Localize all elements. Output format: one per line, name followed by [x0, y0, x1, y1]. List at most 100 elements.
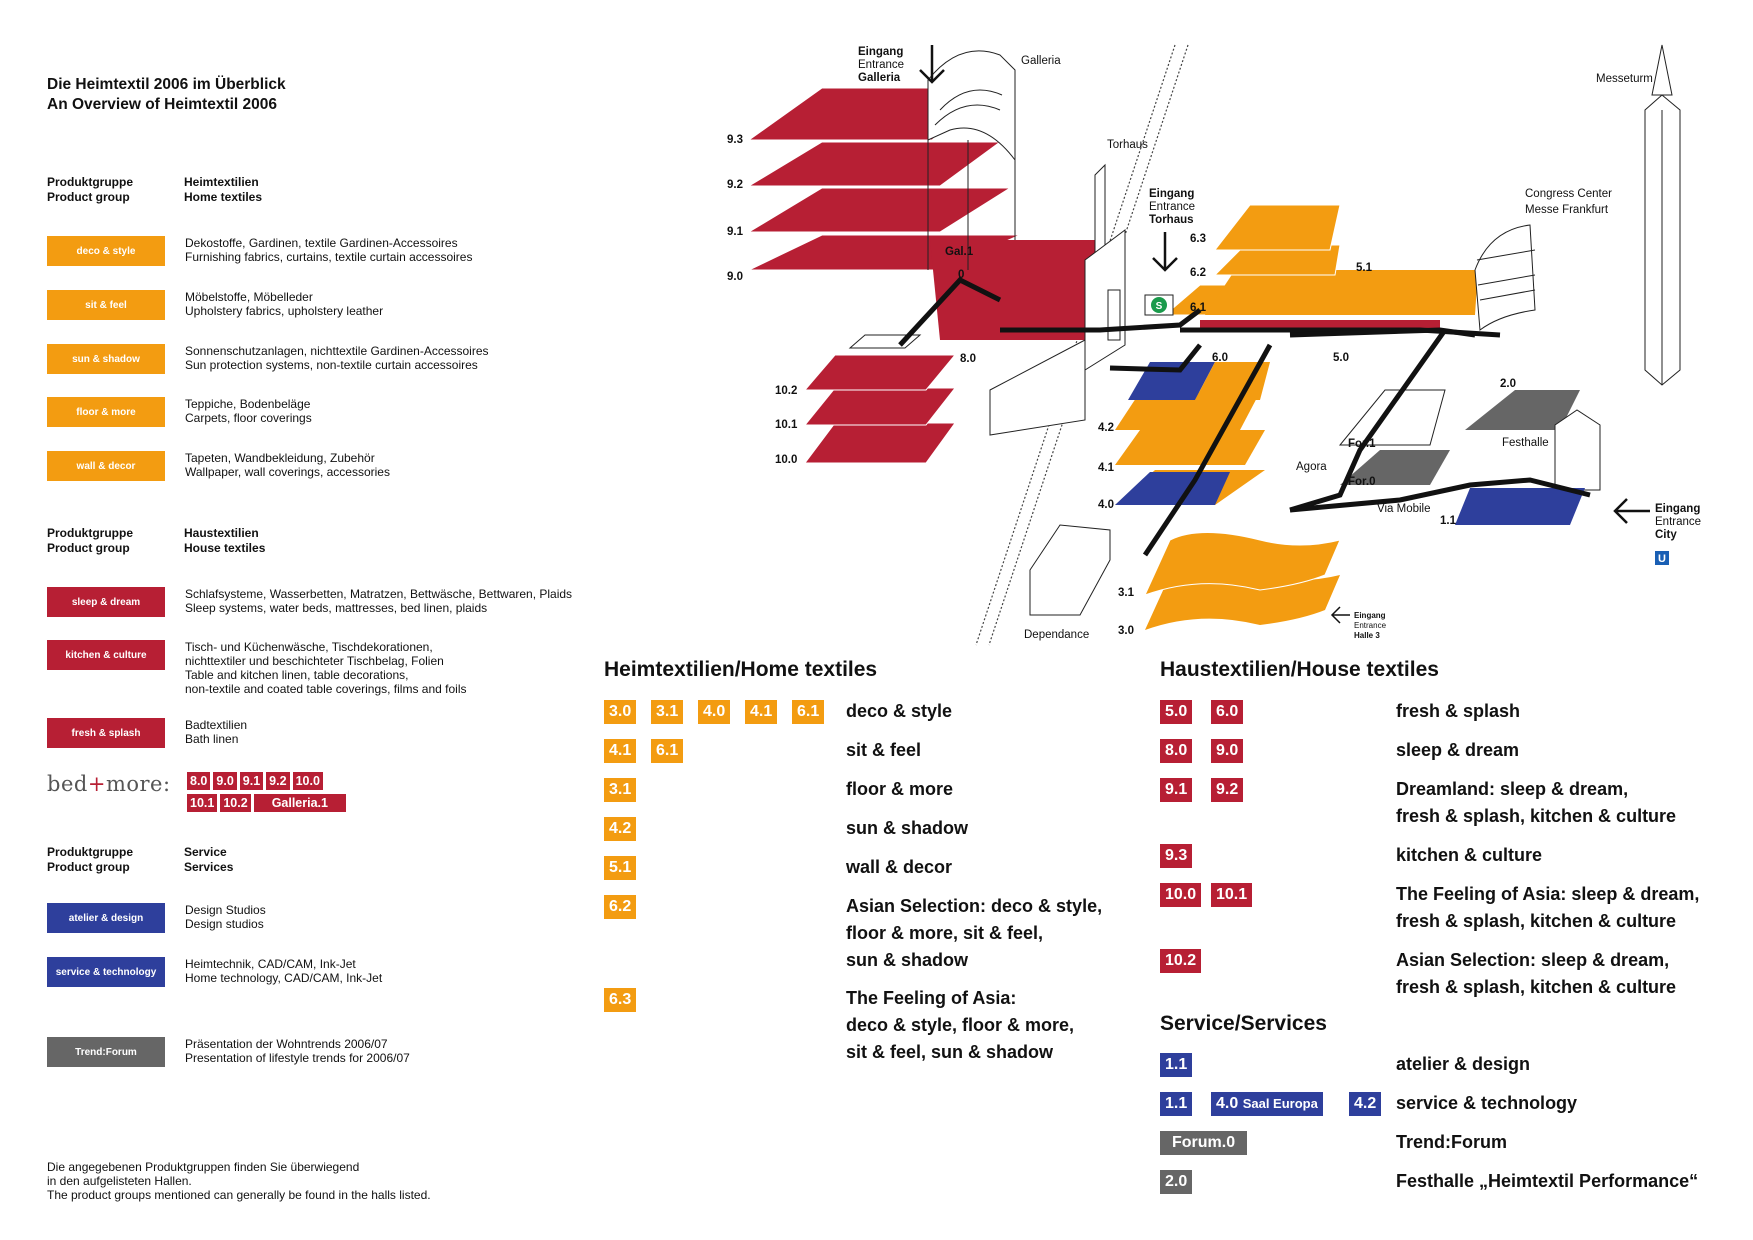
- congress-center: [1474, 224, 1536, 331]
- hall-chip: Galleria.1: [253, 794, 346, 812]
- row-label: fresh & splash, kitchen & culture: [1396, 911, 1677, 931]
- row-label: Asian Selection: deco & style,: [846, 896, 1103, 916]
- tag-sleep-dream: sleep & dream: [47, 587, 165, 617]
- legend-desc: Tisch- und Küchenwäsche, Tischdekoration…: [185, 640, 467, 696]
- hall-labels: 9.3 9.2 9.1 9.0 Gal.1 0 10.2 10.1 10.0 8…: [727, 134, 1516, 637]
- sbahn-icon: [1151, 297, 1167, 313]
- hall-chip: 6.1: [792, 700, 825, 724]
- hall-chip: 4.2: [604, 817, 637, 841]
- svg-text:Entrance: Entrance: [1354, 621, 1387, 630]
- svg-text:U: U: [1658, 553, 1666, 565]
- hall-chip: 8.0: [187, 772, 211, 790]
- hall-chip: 10.2: [220, 794, 251, 812]
- tag-deco-style: deco & style: [47, 236, 165, 266]
- hall-chip: 10.0: [1160, 883, 1202, 907]
- row-label: floor & more: [846, 779, 954, 799]
- row-label: kitchen & culture: [1396, 845, 1543, 865]
- messeturm-icon: [1644, 44, 1681, 386]
- svg-text:0: 0: [958, 269, 964, 281]
- hall-chip: 10.1: [187, 794, 218, 812]
- row-label: The Feeling of Asia: sleep & dream,: [1396, 884, 1700, 904]
- legend-desc: Schlafsysteme, Wasserbetten, Matratzen, …: [185, 587, 573, 615]
- row-label: wall & decor: [846, 857, 953, 877]
- tag-floor-more: floor & more: [47, 397, 165, 427]
- place-messeturm: Messeturm: [1596, 73, 1653, 85]
- svg-text:6.3: 6.3: [1190, 233, 1206, 245]
- place-torhaus: Torhaus: [1107, 139, 1148, 151]
- svg-text:3.1: 3.1: [1118, 587, 1135, 599]
- svg-text:Galleria: Galleria: [858, 72, 901, 84]
- svg-text:9.2: 9.2: [727, 179, 743, 191]
- svg-text:Entrance: Entrance: [1655, 516, 1701, 528]
- svg-text:Entrance: Entrance: [1149, 201, 1195, 213]
- row-label: fresh & splash, kitchen & culture: [1396, 977, 1677, 997]
- footnote: Die angegebenen Produktgruppen finden Si…: [47, 1160, 431, 1202]
- svg-text:10.1: 10.1: [775, 419, 798, 431]
- hall-chip: 6.0: [1211, 700, 1244, 724]
- hall-9-stack: [747, 50, 1105, 340]
- svg-text:8.0: 8.0: [960, 353, 976, 365]
- svg-text:For.1: For.1: [1348, 438, 1376, 450]
- hall-chip: 10.2: [1160, 949, 1202, 973]
- hall-chip: 4.2: [1349, 1092, 1382, 1116]
- svg-text:5.0: 5.0: [1333, 352, 1349, 364]
- services-title: Service/Services: [1160, 1012, 1327, 1035]
- tag-sit-feel: sit & feel: [47, 290, 165, 320]
- row-label: deco & style: [846, 701, 953, 721]
- hall-3-stack: [1144, 532, 1341, 630]
- svg-text:4.2: 4.2: [1098, 422, 1114, 434]
- svg-text:9.0: 9.0: [727, 271, 743, 283]
- place-dependance: Dependance: [1024, 629, 1089, 641]
- hall-chip: 10.1: [1211, 883, 1253, 907]
- hall-4-stack: [1115, 362, 1270, 505]
- hall-chip: 3.0: [604, 700, 637, 724]
- house-textiles-title: Haustextilien/House textiles: [1160, 658, 1439, 681]
- hall-chip: 4.0: [698, 700, 731, 724]
- hall-chip: 9.1: [1160, 778, 1193, 802]
- tag-trend-forum: Trend:Forum: [47, 1037, 165, 1067]
- tag-wall-decor: wall & decor: [47, 451, 165, 481]
- svg-text:5.1: 5.1: [1356, 262, 1373, 274]
- hall-chip: 10.0: [292, 772, 323, 790]
- svg-text:Eingang: Eingang: [858, 46, 903, 58]
- svg-text:City: City: [1655, 529, 1677, 541]
- row-label: atelier & design: [1396, 1054, 1531, 1074]
- hall-chip: 5.0: [1160, 700, 1193, 724]
- hall-chip: 9.2: [1211, 778, 1244, 802]
- title-de: Die Heimtextil 2006 im Überblick: [47, 76, 286, 93]
- svg-text:4.1: 4.1: [1098, 462, 1115, 474]
- svg-text:10.2: 10.2: [775, 385, 797, 397]
- hall-chip: 9.0: [1211, 739, 1244, 763]
- ubahn-icon: [1655, 551, 1669, 565]
- tag-atelier-design: atelier & design: [47, 903, 165, 933]
- tag-sun-shadow: sun & shadow: [47, 344, 165, 374]
- row-label: deco & style, floor & more,: [846, 1015, 1075, 1035]
- legend-desc: Dekostoffe, Gardinen, textile Gardinen-A…: [185, 236, 473, 264]
- svg-text:For.0: For.0: [1348, 476, 1375, 488]
- row-label: Dreamland: sleep & dream,: [1396, 779, 1629, 799]
- tag-kitchen-culture: kitchen & culture: [47, 640, 165, 670]
- svg-text:S: S: [1156, 301, 1163, 312]
- legend-desc: Sonnenschutzanlagen, nichttextile Gardin…: [185, 344, 489, 372]
- place-messe: Messe Frankfurt: [1525, 204, 1609, 216]
- row-label: Asian Selection: sleep & dream,: [1396, 950, 1670, 970]
- row-label: sit & feel, sun & shadow: [846, 1042, 1054, 1062]
- place-galleria: Galleria: [1021, 55, 1061, 67]
- svg-text:Torhaus: Torhaus: [1149, 214, 1194, 226]
- row-label: sun & shadow: [846, 950, 969, 970]
- hall-chip: 4.1: [745, 700, 778, 724]
- svg-text:9.1: 9.1: [727, 226, 744, 238]
- svg-text:6.1: 6.1: [1190, 302, 1207, 314]
